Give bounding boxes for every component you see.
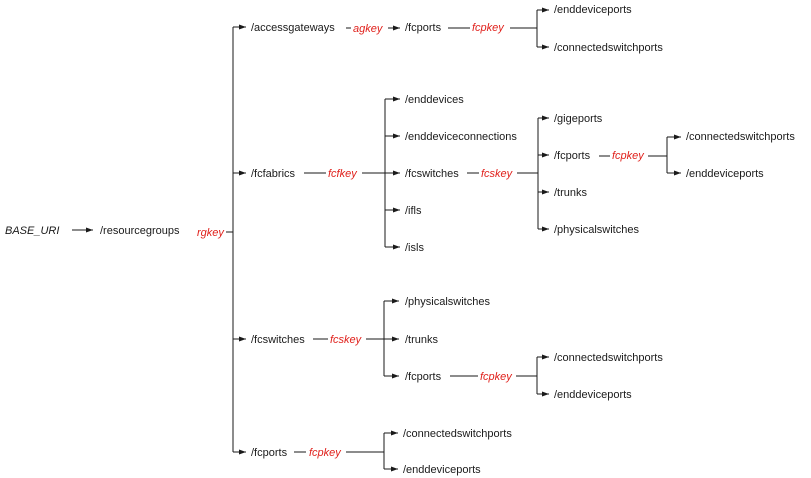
fab-trunks-node: /trunks — [554, 187, 588, 199]
fab-enddeviceconnections-node: /enddeviceconnections — [405, 131, 517, 143]
base-uri-label: BASE_URI — [5, 225, 59, 237]
fab-fcports-node: /fcports — [554, 150, 591, 162]
ag-enddeviceports-node: /enddeviceports — [554, 4, 632, 16]
p-enddeviceports-node: /enddeviceports — [403, 464, 481, 476]
ag-connectedswitchports-node: /connectedswitchports — [554, 42, 663, 54]
sw-enddeviceports-node: /enddeviceports — [554, 389, 632, 401]
fab-fcpkey-label: fcpkey — [612, 150, 645, 162]
fcfkey-label: fcfkey — [328, 168, 358, 180]
node-labels: BASE_URI /resourcegroups rgkey /accessga… — [5, 4, 795, 476]
ag-fcports-node: /fcports — [405, 22, 442, 34]
fcports-node: /fcports — [251, 447, 288, 459]
fcswitches-node: /fcswitches — [251, 334, 305, 346]
p-connectedswitchports-node: /connectedswitchports — [403, 428, 512, 440]
rgkey-label: rgkey — [197, 227, 225, 239]
fab-physicalswitches-node: /physicalswitches — [554, 224, 639, 236]
agkey-label: agkey — [353, 23, 384, 35]
fab-enddevices-node: /enddevices — [405, 94, 464, 106]
sw-trunks-node: /trunks — [405, 334, 439, 346]
sw-physicalswitches-node: /physicalswitches — [405, 296, 490, 308]
ag-fcpkey-label: fcpkey — [472, 22, 505, 34]
fcfabrics-node: /fcfabrics — [251, 168, 296, 180]
connector-lines — [72, 7, 681, 472]
fab-fcswitches-node: /fcswitches — [405, 168, 459, 180]
fab-isls-node: /isls — [405, 242, 424, 254]
fcskey-label: fcskey — [330, 334, 363, 346]
fab-ifls-node: /ifls — [405, 205, 422, 217]
sw-fcports-node: /fcports — [405, 371, 442, 383]
sw-connectedswitchports-node: /connectedswitchports — [554, 352, 663, 364]
accessgateways-node: /accessgateways — [251, 22, 335, 34]
fab-enddeviceports-node: /enddeviceports — [686, 168, 764, 180]
fab-gigeports-node: /gigeports — [554, 113, 603, 125]
sw-fcpkey-label: fcpkey — [480, 371, 513, 383]
fab-fcskey-label: fcskey — [481, 168, 514, 180]
fcpkey-label: fcpkey — [309, 447, 342, 459]
fab-connectedswitchports-node: /connectedswitchports — [686, 131, 795, 143]
resourcegroups-node: /resourcegroups — [100, 225, 180, 237]
